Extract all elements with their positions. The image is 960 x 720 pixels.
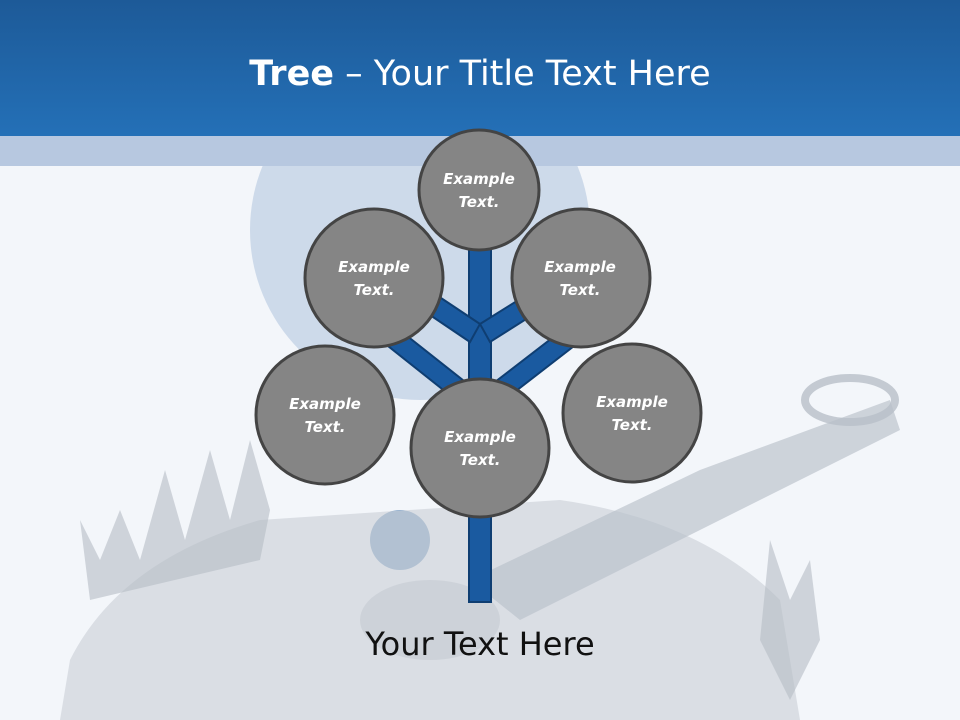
node-label-top: Example Text. — [419, 168, 539, 214]
node-circle-center — [409, 377, 551, 519]
node-label-upper-left: Example Text. — [314, 256, 434, 302]
node-text-line: Text. — [611, 416, 653, 434]
node-text-line: Text. — [559, 281, 601, 299]
node-label-middle-right: Example Text. — [572, 391, 692, 437]
node-text-line: Example — [289, 395, 361, 413]
node-text-line: Text. — [304, 418, 346, 436]
node-text-line: Example — [544, 258, 616, 276]
node-text-line: Example — [443, 170, 515, 188]
title-bold: Tree — [249, 54, 335, 94]
node-circle-middle-left — [254, 344, 396, 486]
node-text-line: Example — [596, 393, 668, 411]
node-label-middle-left: Example Text. — [265, 393, 385, 439]
node-text-line: Text. — [353, 281, 395, 299]
node-text-line: Example — [444, 428, 516, 446]
node-label-upper-right: Example Text. — [520, 256, 640, 302]
title-rest: – Your Title Text Here — [334, 54, 711, 94]
node-circle-upper-left — [303, 207, 445, 349]
node-circle-middle-right — [561, 342, 703, 484]
node-text-line: Text. — [459, 451, 501, 469]
node-text-line: Example — [338, 258, 410, 276]
node-circle-top — [417, 128, 541, 252]
slide-title: Tree – Your Title Text Here — [0, 52, 960, 96]
title-bar — [0, 0, 960, 136]
node-circle-upper-right — [510, 207, 652, 349]
node-label-center: Example Text. — [420, 426, 540, 472]
footer-text: Your Text Here — [365, 625, 595, 663]
node-text-line: Text. — [458, 193, 500, 211]
